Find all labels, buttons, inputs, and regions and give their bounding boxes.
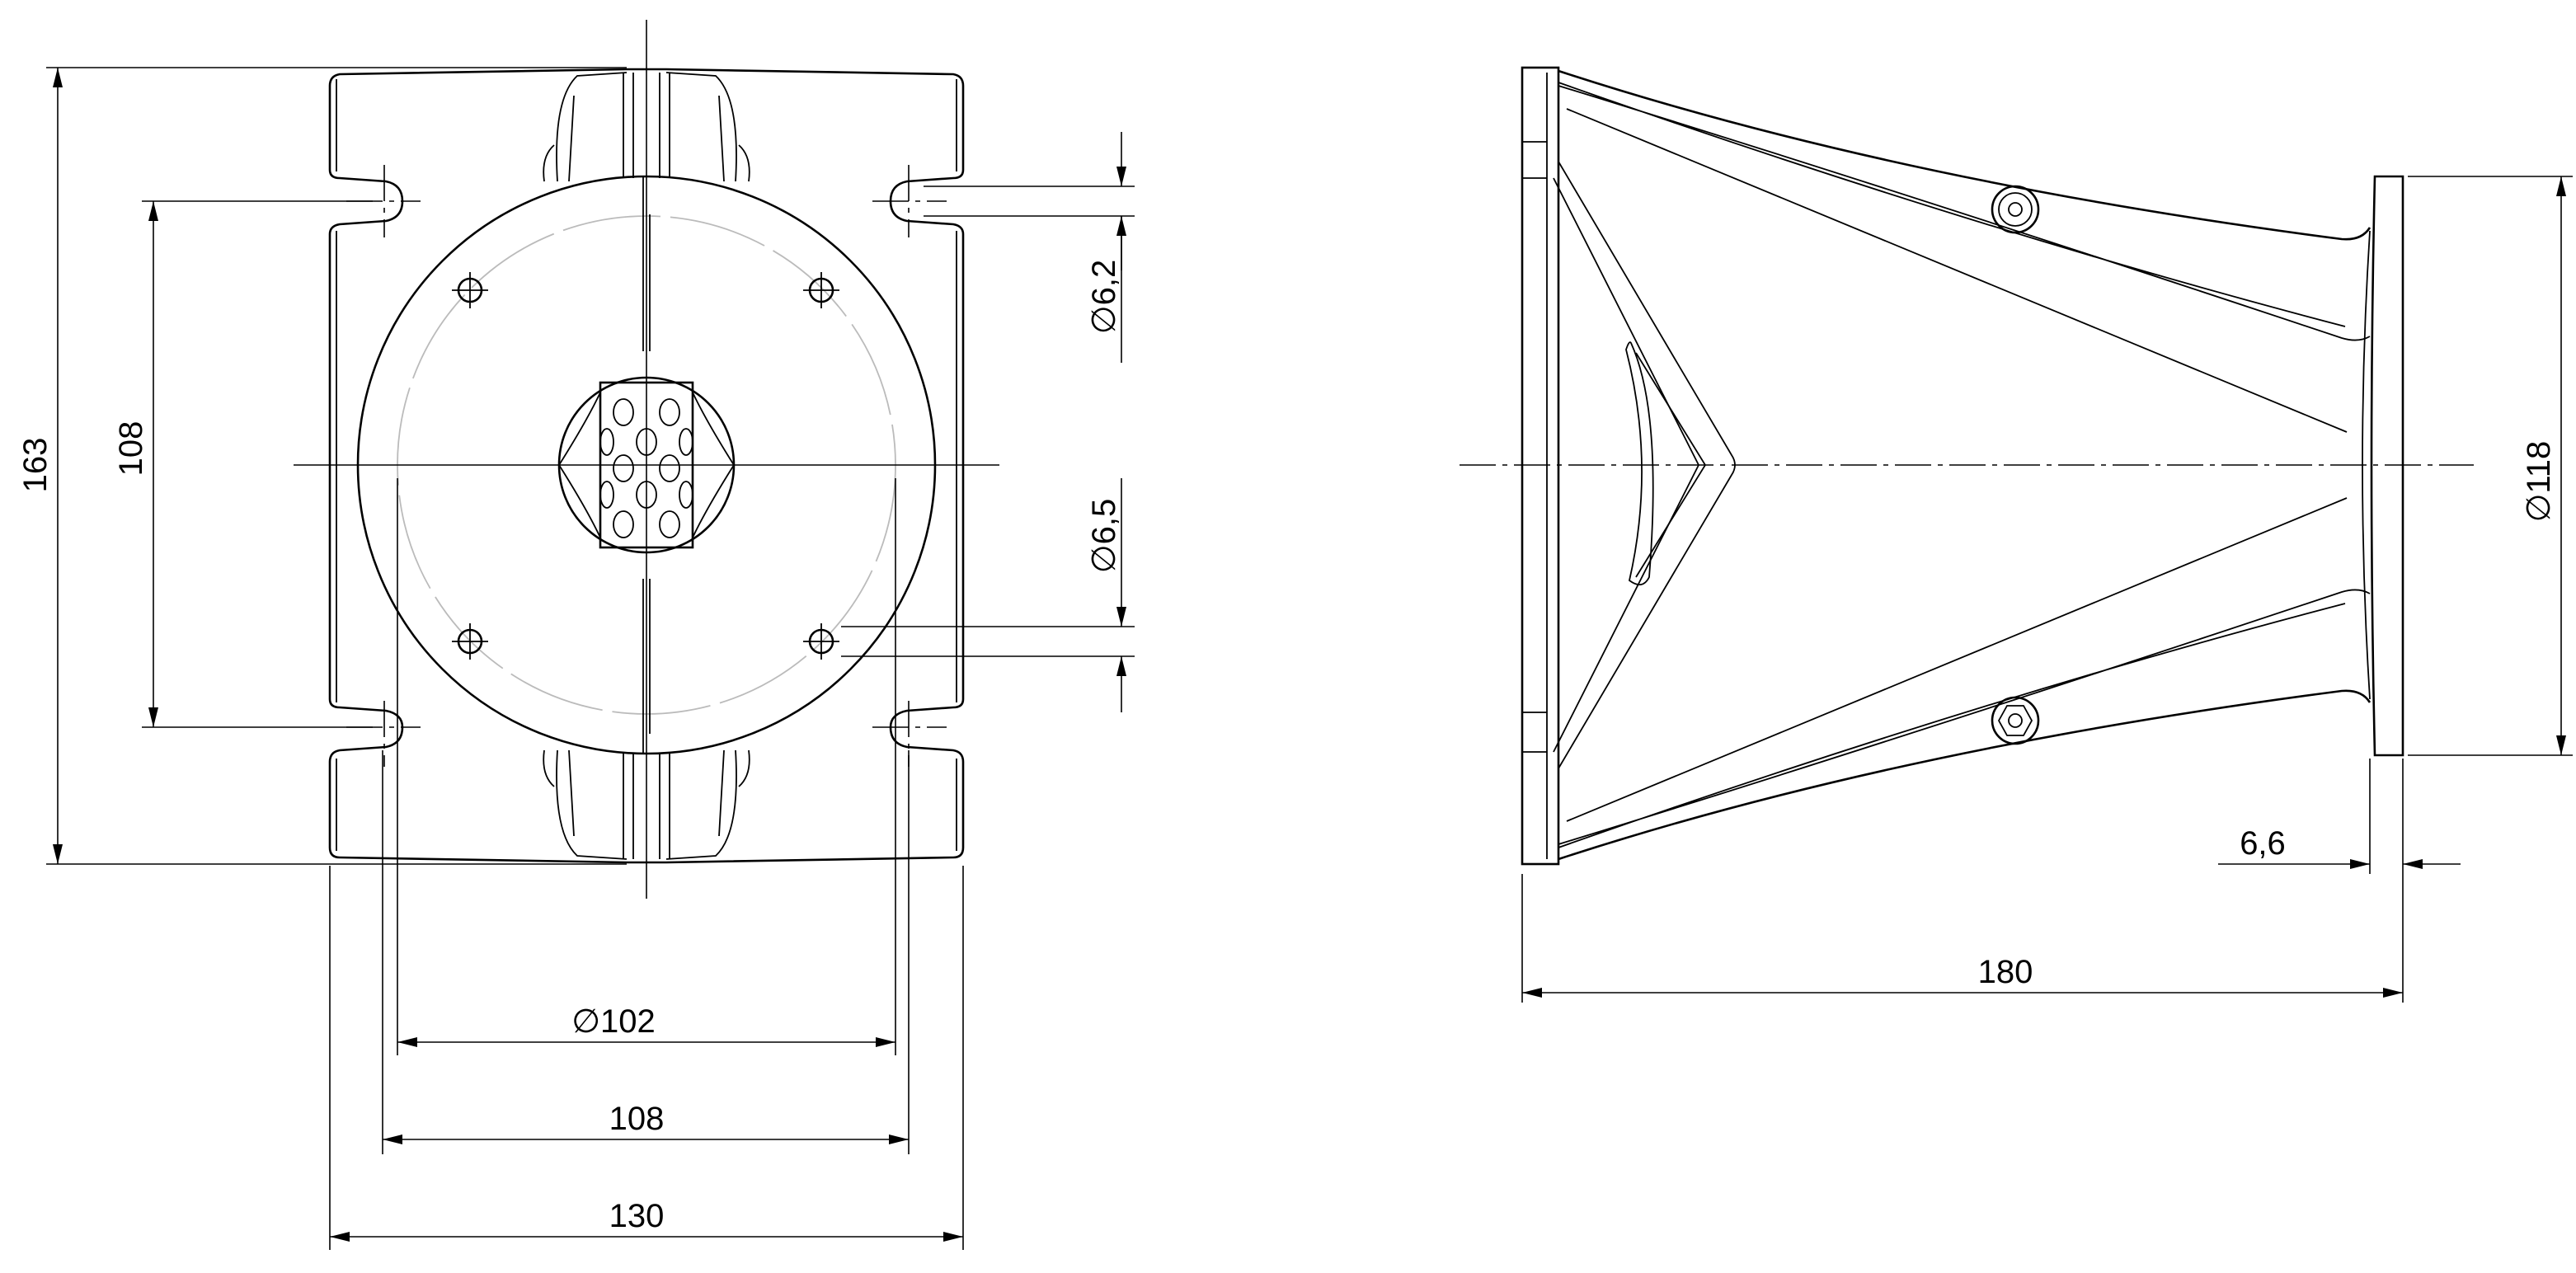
bolt-holes	[457, 277, 834, 655]
top-rib	[543, 72, 750, 182]
dim-slot-spacing-vertical: 108	[113, 421, 149, 477]
throat-flange	[2370, 175, 2404, 757]
dim-width-130: 130	[609, 1198, 665, 1234]
mouth-flange	[1521, 66, 1560, 866]
screw-upper	[1991, 185, 2040, 234]
horn-upper-wall	[1558, 69, 2372, 241]
dim-flange-thickness: 6,6	[2240, 825, 2286, 862]
side-view: ∅118 6,6 180	[1460, 66, 2573, 1003]
bottom-rib	[543, 749, 750, 860]
dim-slot-spacing-horizontal: 108	[609, 1101, 665, 1137]
dim-height-163: 163	[17, 438, 54, 493]
nut-lower	[1991, 696, 2040, 745]
dim-hole-diameter: ∅6,5	[1086, 499, 1122, 573]
dim-length-180: 180	[1978, 954, 2033, 990]
dim-bolt-circle: ∅102	[571, 1003, 656, 1040]
dim-throat-diameter: ∅118	[2521, 441, 2557, 523]
dim-slot-diameter: ∅6,2	[1086, 260, 1122, 334]
front-view: 163 108 ∅102 108 130 ∅6,2 ∅6,5	[17, 20, 1135, 1250]
horn-lower-wall	[1558, 689, 2372, 861]
mounting-plate-outline	[328, 68, 965, 864]
